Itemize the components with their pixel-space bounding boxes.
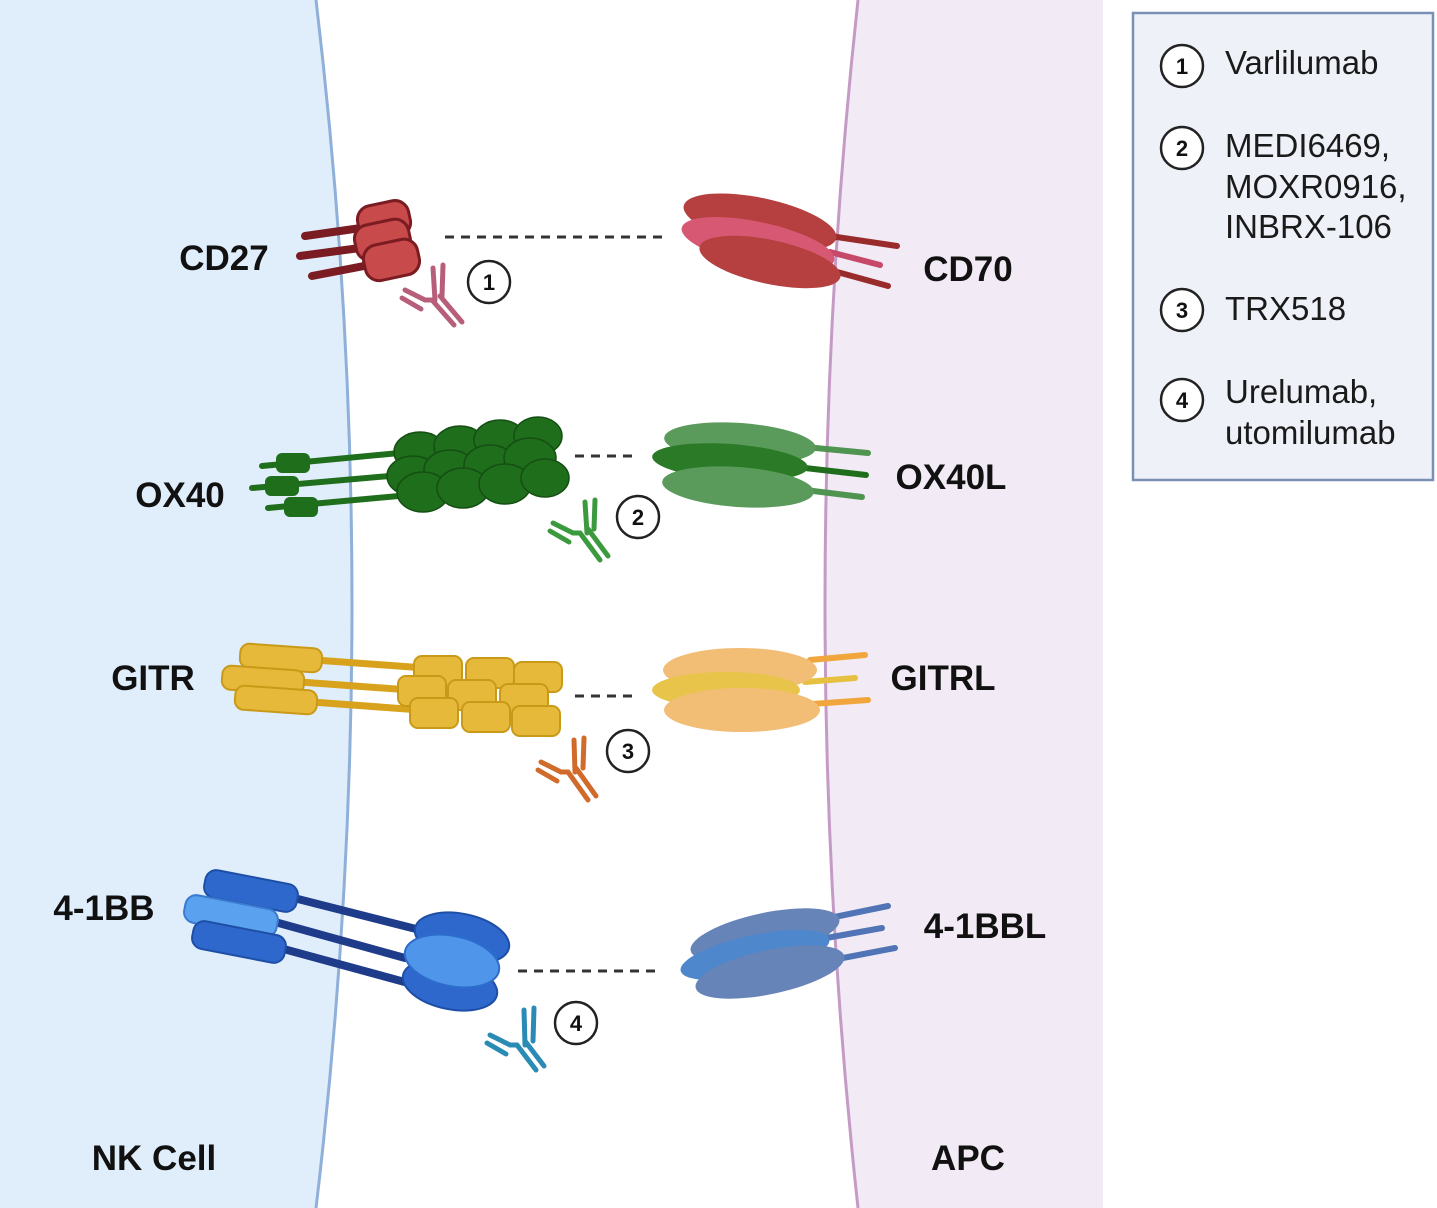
4-1bbl-label: 4-1BBL	[924, 907, 1047, 946]
gitr-label: GITR	[111, 659, 195, 698]
legend-badge-2	[1159, 125, 1205, 171]
badge-2-number: 2	[632, 505, 644, 530]
antibody-3-icon	[535, 735, 599, 803]
gitrl-label: GITRL	[891, 659, 996, 698]
badge-3-number: 3	[622, 739, 634, 764]
badge-2	[615, 494, 661, 540]
legend-text-3-line-1: TRX518	[1225, 290, 1346, 327]
ox40l-label: OX40L	[896, 458, 1007, 497]
legend-text-2-line-1: MEDI6469,	[1225, 127, 1390, 164]
ox40-label: OX40	[135, 476, 225, 515]
badge-4-number: 4	[570, 1011, 583, 1036]
4-1bb-receptor	[183, 869, 511, 1012]
badge-4	[553, 1000, 599, 1046]
cd70-ligand	[681, 193, 900, 289]
apc-label: APC	[931, 1139, 1005, 1178]
legend-number-4: 4	[1176, 388, 1189, 413]
legend-number-2: 2	[1176, 136, 1188, 161]
cd27-label: CD27	[179, 239, 268, 278]
ox40l-ligand	[652, 422, 871, 508]
badge-3	[605, 728, 651, 774]
legend-badge-1	[1159, 43, 1205, 89]
legend-badge-3	[1159, 287, 1205, 333]
cd27-receptor	[296, 199, 422, 283]
legend-text-1-line-1: Varlilumab	[1225, 44, 1378, 81]
nk-cell-membrane	[314, 0, 354, 1208]
apc-membrane	[823, 0, 860, 1208]
4-1bb-label: 4-1BB	[53, 889, 154, 928]
legend-text-2-line-3: INBRX-106	[1225, 208, 1392, 245]
legend-text-4-line-1: Urelumab,	[1225, 373, 1377, 410]
gitr-receptor	[220, 642, 563, 737]
legend-text-2-line-2: MOXR0916,	[1225, 168, 1407, 205]
badge-1	[466, 259, 512, 305]
legend-number-3: 3	[1176, 298, 1188, 323]
antibody-1-icon	[399, 262, 465, 328]
legend-number-1: 1	[1176, 54, 1188, 79]
legend: 1 Varlilumab 2 MEDI6469, MOXR0916, INBRX…	[1131, 11, 1435, 482]
antibody-2-icon	[547, 497, 611, 563]
legend-badge-4	[1159, 377, 1205, 423]
4-1bbl-ligand	[680, 903, 898, 999]
antibody-4-icon	[484, 1005, 547, 1073]
ox40-receptor	[249, 416, 570, 517]
gitrl-ligand	[652, 648, 871, 732]
nk-cell-region	[0, 0, 352, 1208]
legend-text-4-line-2: utomilumab	[1225, 414, 1396, 451]
nk-cell-label: NK Cell	[92, 1139, 216, 1178]
badge-1-number: 1	[483, 270, 495, 295]
apc-region	[825, 0, 1103, 1208]
cd70-label: CD70	[923, 250, 1012, 289]
